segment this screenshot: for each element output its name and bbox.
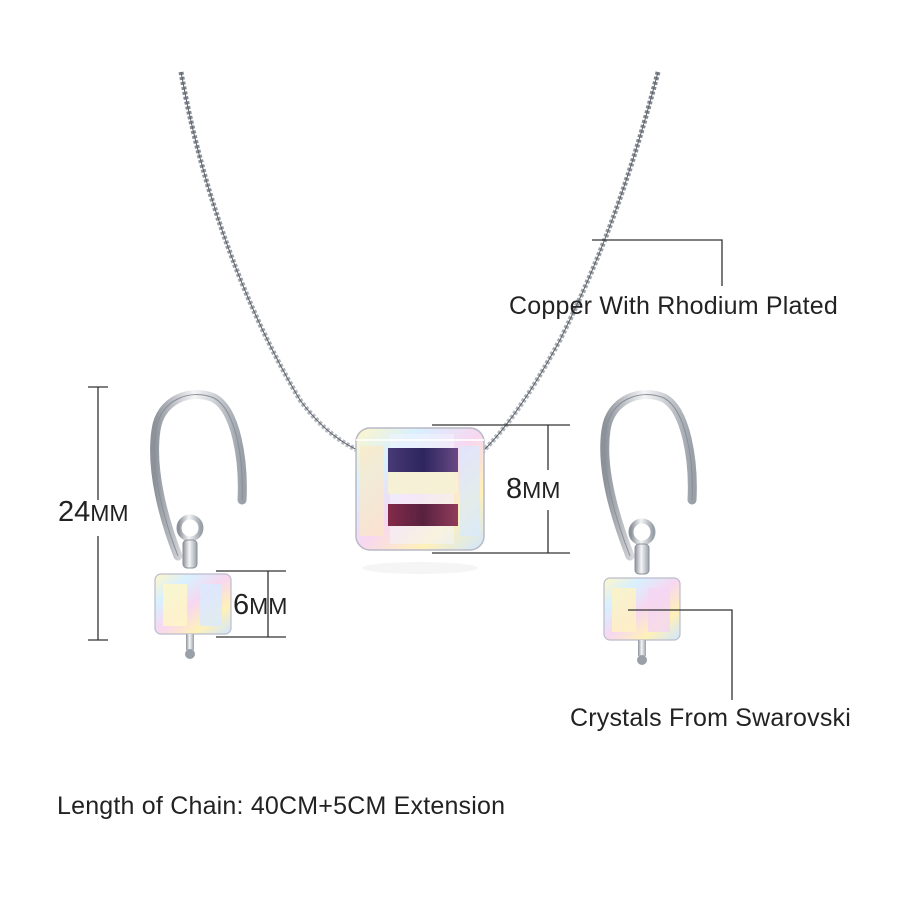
hook-earring-right <box>600 390 697 665</box>
hook-earring-left <box>150 390 247 659</box>
dimension-lines <box>88 239 733 700</box>
dimension-value: 6 <box>233 589 250 621</box>
chain-length-label: Length of Chain: 40CM+5CM Extension <box>57 792 506 820</box>
dimension-unit: MM <box>90 500 129 526</box>
dimension-unit: MM <box>522 477 561 503</box>
cube-crystal-pendant <box>355 427 485 574</box>
earring-crystal-dimension: 6MM <box>233 589 287 622</box>
dimension-value: 8 <box>506 473 523 505</box>
dimension-value: 24 <box>58 496 91 528</box>
material-label: Copper With Rhodium Plated <box>509 292 838 320</box>
crystal-label: Crystals From Swarovski <box>570 704 852 732</box>
pendant-crystal-dimension: 8MM <box>506 473 560 506</box>
box-chain-necklace <box>178 71 661 455</box>
earring-length-dimension: 24MM <box>58 496 129 529</box>
dimension-unit: MM <box>249 593 288 619</box>
